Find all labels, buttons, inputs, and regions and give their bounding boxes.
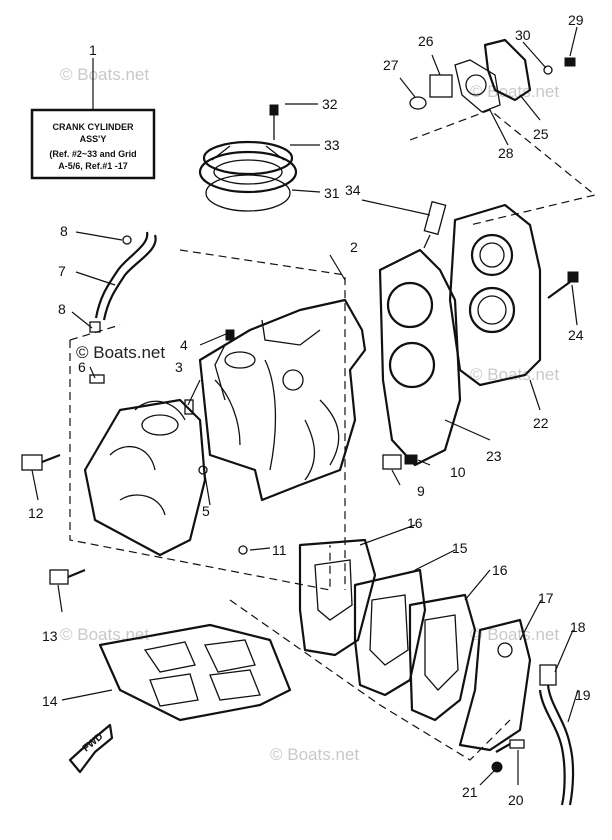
cylinder-gasket	[378, 248, 462, 467]
watermark: © Boats.net	[470, 82, 559, 101]
watermark: © Boats.net	[470, 625, 559, 644]
fwd-arrow-icon: FWD	[68, 723, 114, 774]
watermark: © Boats.net	[60, 625, 149, 644]
bolt	[547, 271, 579, 299]
bolts-left	[21, 453, 86, 585]
part-label: 8	[58, 301, 66, 317]
part-label: 30	[515, 27, 531, 43]
caption-line3: (Ref. #2~33 and Grid	[49, 149, 136, 159]
small-parts	[89, 329, 248, 555]
part-label: 20	[508, 792, 524, 808]
part-label: 6	[78, 359, 86, 375]
part-label: 11	[272, 542, 287, 558]
part-label: 1	[89, 42, 97, 58]
part-label: 17	[538, 590, 554, 606]
watermark-dark: © Boats.net	[76, 343, 165, 362]
hose	[89, 231, 157, 333]
part-label: 23	[486, 448, 502, 464]
ring-seal	[198, 104, 298, 212]
cylinder-head	[448, 203, 542, 387]
caption-line2: ASS'Y	[80, 134, 107, 144]
part-label: 12	[28, 505, 44, 521]
part-label: 21	[462, 784, 478, 800]
part-label: 14	[42, 693, 58, 709]
part-label: 10	[450, 464, 466, 480]
part-label: 32	[322, 96, 338, 112]
part-label: 9	[417, 483, 425, 499]
watermark: © Boats.net	[60, 65, 149, 84]
part-label: 5	[202, 503, 210, 519]
part-label: 26	[418, 33, 434, 49]
caption-box: CRANK CYLINDER ASS'Y (Ref. #2~33 and Gri…	[30, 58, 156, 180]
base-gasket	[98, 623, 292, 722]
spark-plug	[423, 200, 447, 249]
part-label: 18	[570, 619, 586, 635]
assembly-outline	[69, 109, 597, 761]
part-label: 34	[345, 182, 361, 198]
part-label: 22	[533, 415, 549, 431]
clip	[382, 454, 418, 470]
caption-line1: CRANK CYLINDER	[53, 122, 135, 132]
bolts-bottom	[491, 739, 525, 773]
thermostat-assembly	[409, 38, 576, 113]
part-label: 24	[568, 327, 584, 343]
part-label: 13	[42, 628, 58, 644]
part-label: 3	[175, 359, 183, 375]
hose-fitting	[538, 664, 575, 806]
part-label: 33	[324, 137, 340, 153]
fwd-label: FWD	[81, 731, 106, 754]
leader-lines	[31, 26, 579, 786]
part-label: 31	[324, 185, 340, 201]
part-label: 27	[383, 57, 399, 73]
exhaust-plates	[298, 538, 532, 752]
watermarks: © Boats.net © Boats.net © Boats.net © Bo…	[60, 65, 559, 764]
part-label: 25	[533, 126, 549, 142]
part-label: 4	[180, 337, 188, 353]
watermark: © Boats.net	[270, 745, 359, 764]
part-label: 29	[568, 12, 584, 28]
part-label: 16	[492, 562, 508, 578]
part-label: 2	[350, 239, 358, 255]
part-label: 7	[58, 263, 66, 279]
part-label: 15	[452, 540, 468, 556]
part-label: 8	[60, 223, 68, 239]
caption-line4: A-5/6, Ref.#1 -17	[58, 161, 128, 171]
screw-icon	[269, 104, 279, 116]
cylinder-block	[83, 298, 367, 557]
part-label: 28	[498, 145, 514, 161]
part-labels: 1 2 3 4 5 6 7 8 8 9 10 11 12 13 14 15 16…	[28, 12, 591, 808]
watermark: © Boats.net	[470, 365, 559, 384]
part-label: 16	[407, 515, 423, 531]
part-label: 19	[575, 687, 591, 703]
